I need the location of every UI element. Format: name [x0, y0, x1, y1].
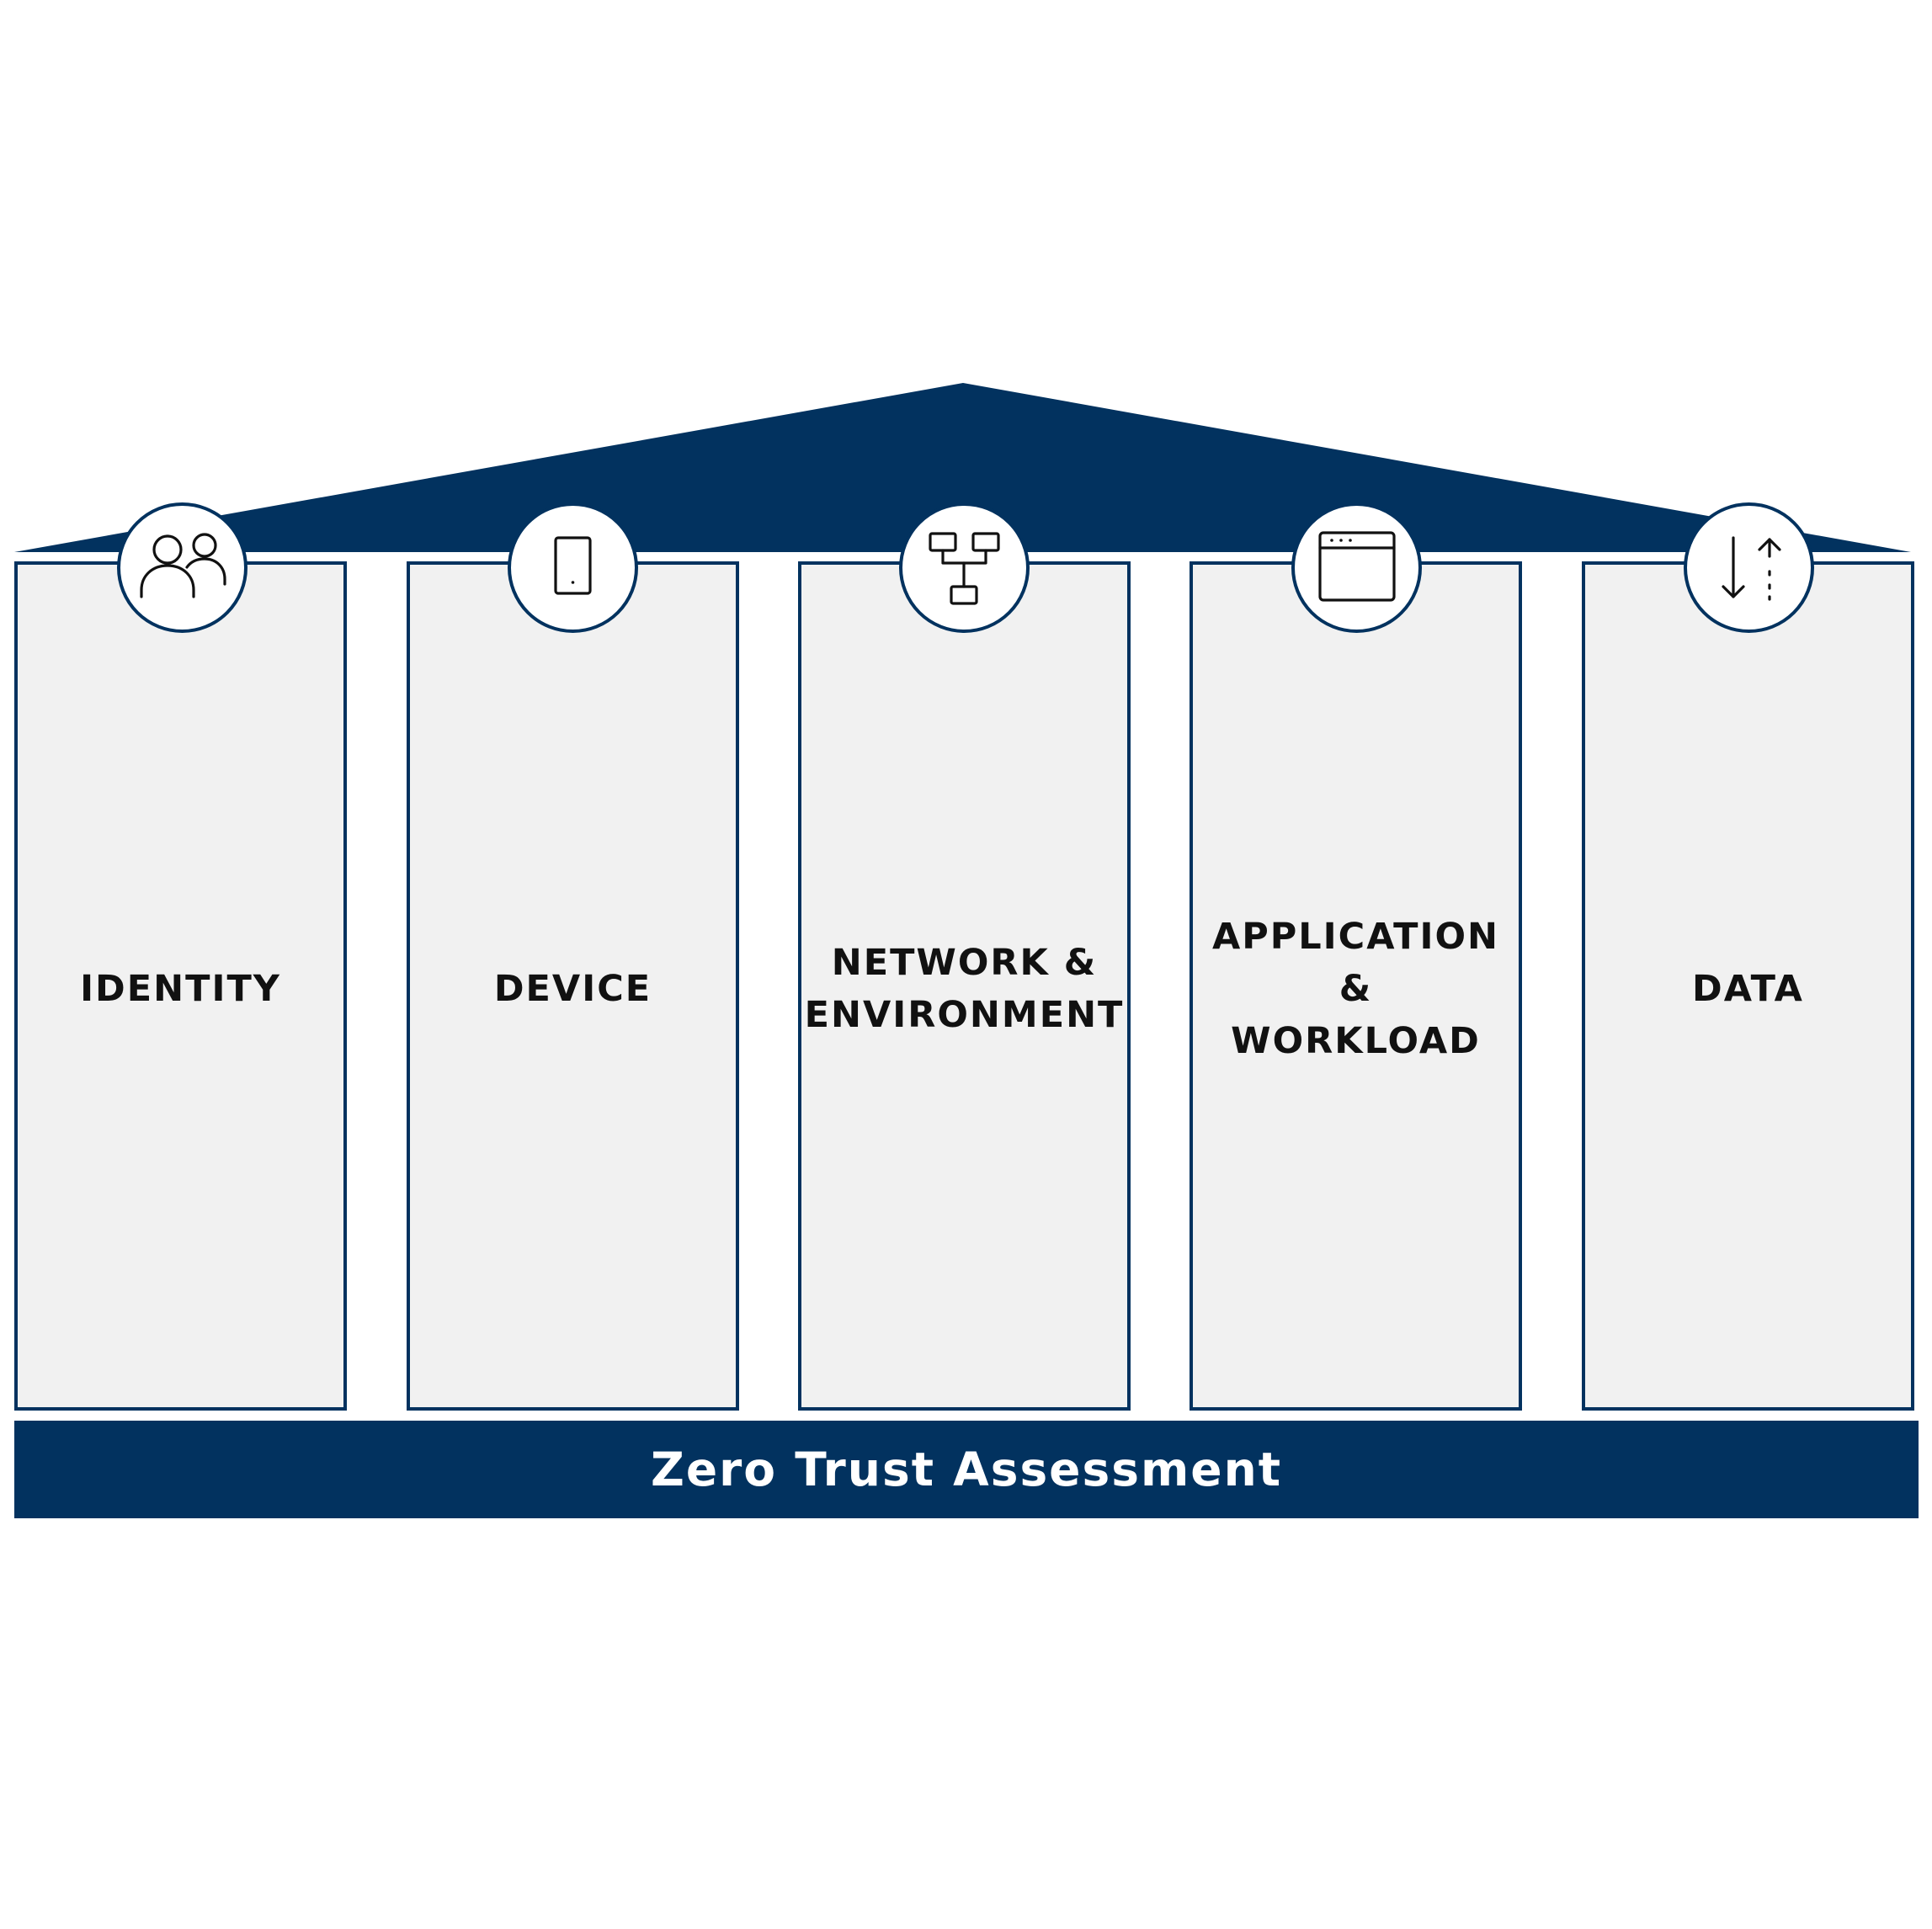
- badge-network-environment: [899, 502, 1030, 633]
- pillar-application-workload: APPLICATION & WORKLOAD: [1190, 561, 1522, 1411]
- badge-identity: [117, 502, 247, 633]
- tablet-icon: [554, 536, 592, 595]
- users-icon: [140, 533, 226, 598]
- data-transfer-icon: [1722, 536, 1781, 601]
- badge-data: [1684, 502, 1814, 633]
- badge-application-workload: [1291, 502, 1422, 633]
- pillar-label-identity: IDENTITY: [80, 968, 281, 1010]
- pillar-label-application-workload: APPLICATION & WORKLOAD: [1211, 916, 1500, 1062]
- pillar-data: DATA: [1582, 561, 1914, 1411]
- badge-device: [508, 502, 638, 633]
- network-hierarchy-icon: [929, 532, 1000, 605]
- pillar-device: DEVICE: [407, 561, 739, 1411]
- browser-window-icon: [1318, 531, 1396, 602]
- pillar-label-device: DEVICE: [493, 968, 652, 1010]
- foundation-title: Zero Trust Assessment: [650, 1443, 1283, 1496]
- pillar-label-data: DATA: [1692, 968, 1804, 1010]
- pillar-identity: IDENTITY: [14, 561, 347, 1411]
- pillar-label-network-environment: NETWORK & ENVIRONMENT: [804, 942, 1125, 1036]
- foundation-bar: Zero Trust Assessment: [14, 1421, 1919, 1518]
- pillar-network-environment: NETWORK & ENVIRONMENT: [798, 561, 1131, 1411]
